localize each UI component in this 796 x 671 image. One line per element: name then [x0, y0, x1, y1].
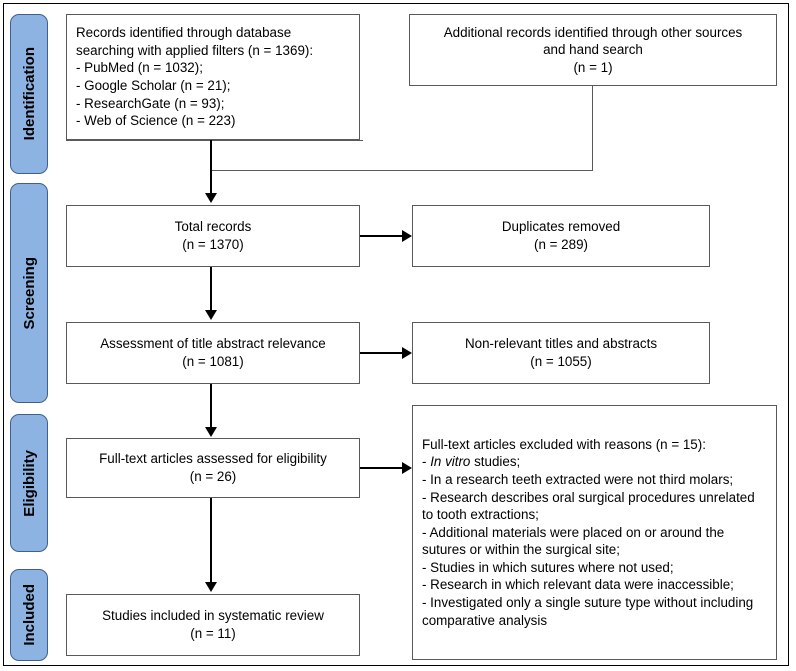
- connector-other-sources-vertical: [592, 86, 593, 171]
- box-fulltext-assessed: Full-text articles assessed for eligibil…: [66, 438, 360, 498]
- connector-database-search-horizontal: [66, 140, 363, 141]
- fulltext-excluded-reason-5: - Studies in which sutures where not use…: [422, 559, 674, 575]
- box-non-relevant: Non-relevant titles and abstracts (n = 1…: [412, 322, 710, 384]
- stage-label-eligibility-text: Eligibility: [20, 449, 38, 517]
- connector-fulltext-to-included: [210, 498, 212, 585]
- stage-label-identification: Identification: [10, 14, 48, 174]
- database-search-line-5: - ResearchGate (n = 93);: [76, 95, 225, 111]
- connector-assessment-to-fulltext: [210, 384, 212, 430]
- box-included-studies: Studies included in systematic review (n…: [66, 594, 360, 656]
- arrow-into-non-relevant: [402, 347, 412, 359]
- arrow-into-fulltext-assessed: [205, 427, 217, 437]
- box-total-records: Total records (n = 1370): [66, 205, 360, 267]
- total-records-line-1: Total records: [174, 219, 252, 235]
- fulltext-excluded-reason-3: - Research describes oral surgical proce…: [422, 489, 759, 523]
- included-studies-line-1: Studies included in systematic review: [102, 608, 324, 624]
- database-search-line-4: - Google Scholar (n = 21);: [76, 78, 231, 93]
- fulltext-excluded-reason-1: - In vitro studies;: [422, 453, 767, 471]
- stage-label-included-text: Included: [20, 584, 38, 646]
- arrow-into-title-abstract-assessment: [205, 310, 217, 320]
- fulltext-excluded-reason-1-suffix: studies;: [470, 454, 521, 470]
- database-search-line-1: Records identified through database: [76, 25, 292, 41]
- fulltext-excluded-reason-6: - Research in which relevant data were i…: [422, 577, 734, 593]
- fulltext-assessed-line-1: Full-text articles assessed for eligibil…: [99, 451, 327, 467]
- title-abstract-assessment-line-2: (n = 1081): [182, 354, 244, 369]
- connector-total-to-assessment: [210, 267, 212, 313]
- box-duplicates-removed: Duplicates removed (n = 289): [412, 205, 710, 267]
- box-fulltext-excluded: Full-text articles excluded with reasons…: [412, 405, 777, 660]
- box-title-abstract-assessment: Assessment of title abstract relevance (…: [66, 322, 360, 384]
- duplicates-removed-line-2: (n = 289): [534, 237, 588, 252]
- stage-label-eligibility: Eligibility: [10, 414, 48, 552]
- fulltext-excluded-heading: Full-text articles excluded with reasons…: [422, 436, 706, 452]
- included-studies-line-2: (n = 11): [190, 626, 236, 641]
- fulltext-excluded-reason-7: - Investigated only a single suture type…: [422, 595, 757, 628]
- fulltext-excluded-reason-4: - Additional materials were placed on or…: [422, 524, 728, 558]
- title-abstract-assessment-line-1: Assessment of title abstract relevance: [100, 336, 326, 352]
- stage-label-included: Included: [10, 569, 48, 661]
- connector-assessment-to-non-relevant: [360, 352, 404, 354]
- total-records-line-2: (n = 1370): [182, 237, 244, 252]
- arrow-into-included-studies: [205, 582, 217, 592]
- box-other-sources: Additional records identified through ot…: [409, 14, 777, 86]
- arrow-into-duplicates-removed: [402, 230, 412, 242]
- connector-spine-to-total-records: [210, 140, 212, 196]
- stage-label-screening: Screening: [10, 183, 48, 403]
- stage-label-identification-text: Identification: [20, 47, 38, 141]
- stage-label-screening-text: Screening: [20, 256, 38, 330]
- other-sources-line-3: (n = 1): [573, 59, 613, 75]
- diagram-outer-frame: [3, 3, 789, 666]
- database-search-line-2: searching with applied filters (n = 1369…: [76, 42, 314, 58]
- non-relevant-line-1: Non-relevant titles and abstracts: [464, 336, 658, 352]
- other-sources-line-2: and hand search: [543, 42, 643, 58]
- fulltext-excluded-reason-1-prefix: -: [422, 454, 431, 470]
- duplicates-removed-line-1: Duplicates removed: [501, 219, 621, 235]
- connector-fulltext-to-excluded: [360, 467, 404, 469]
- arrow-into-total-records: [205, 193, 217, 203]
- fulltext-excluded-reason-2: - In a research teeth extracted were not…: [422, 471, 734, 487]
- non-relevant-line-2: (n = 1055): [530, 354, 592, 369]
- box-database-search: Records identified through database sear…: [66, 14, 360, 140]
- database-search-line-3: - PubMed (n = 1032);: [76, 60, 203, 76]
- connector-total-to-duplicates: [360, 235, 404, 237]
- fulltext-assessed-line-2: (n = 26): [189, 469, 237, 484]
- arrow-into-fulltext-excluded: [402, 462, 412, 474]
- other-sources-line-1: Additional records identified through ot…: [443, 24, 743, 40]
- fulltext-excluded-reason-1-italic: In vitro: [430, 454, 471, 470]
- connector-other-sources-horizontal: [211, 170, 593, 171]
- database-search-line-6: - Web of Science (n = 223): [76, 113, 236, 129]
